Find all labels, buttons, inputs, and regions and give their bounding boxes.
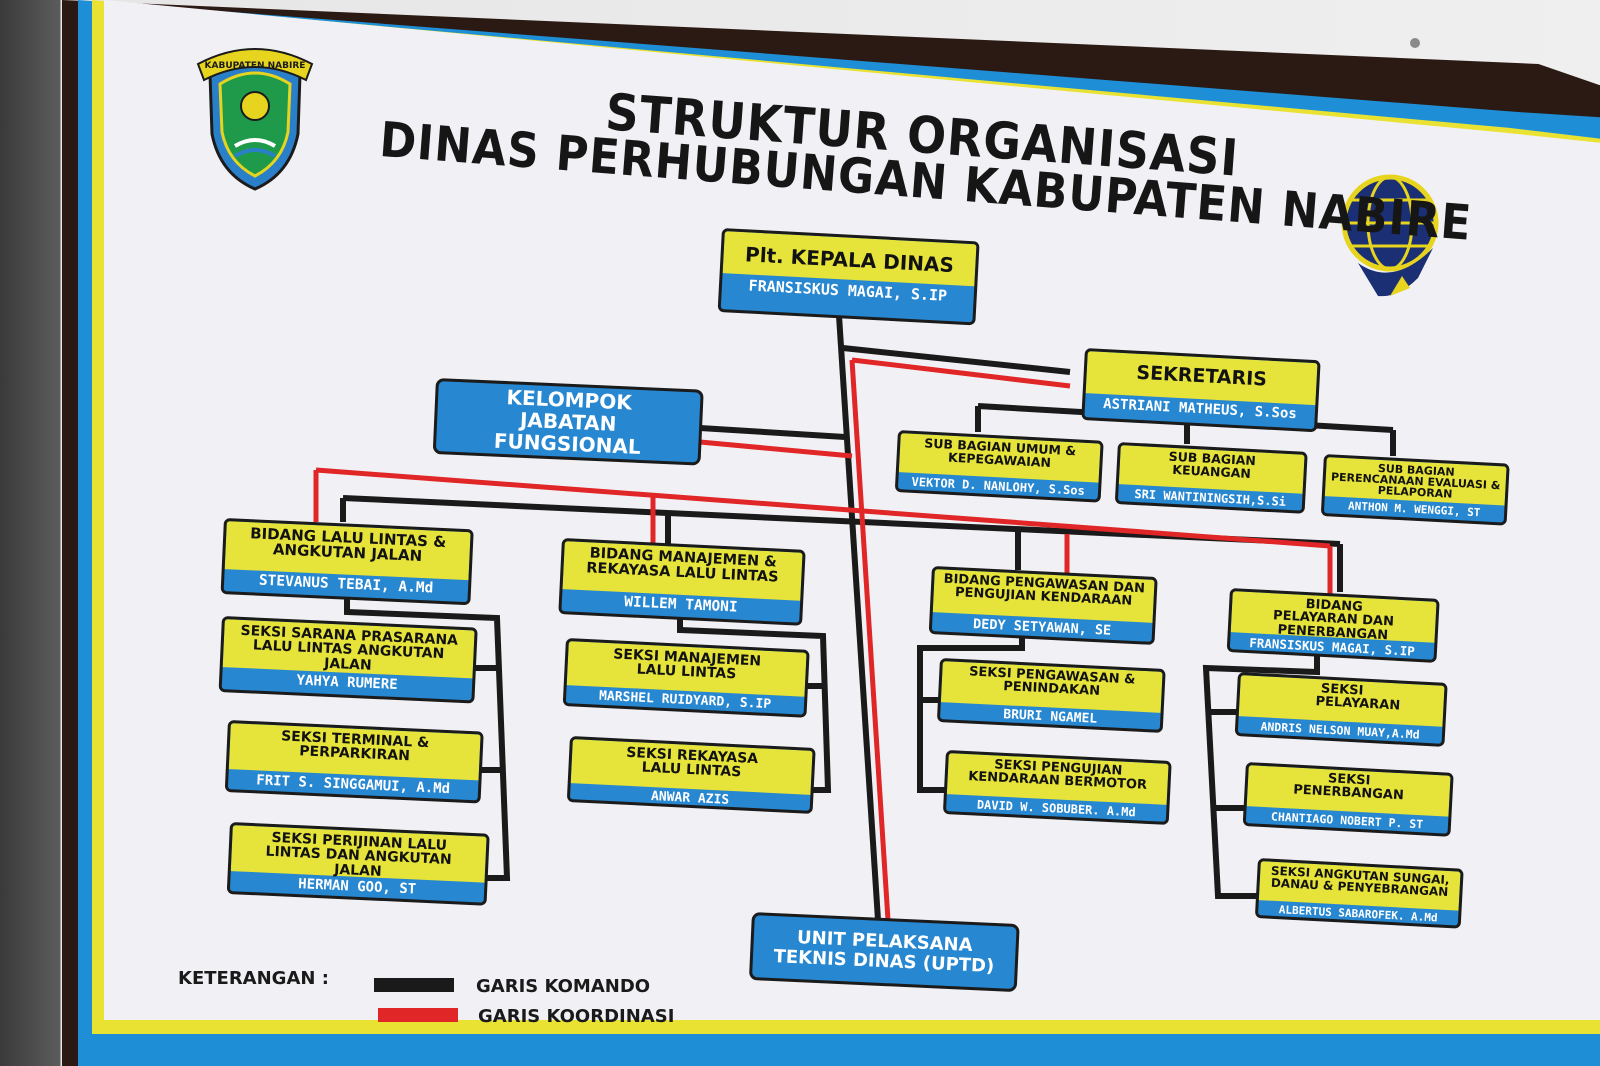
- node-seksi-terminal: SEKSI TERMINAL & PERPARKIRAN FRIT S. SIN…: [224, 720, 484, 804]
- node-seksi-sarana-prasarana: SEKSI SARANA PRASARANA LALU LINTAS ANGKU…: [218, 616, 478, 704]
- node-seksi-rekayasa: SEKSI REKAYASA LALU LINTAS ANWAR AZIS: [566, 736, 816, 814]
- node-bidang-lalu-lintas: BIDANG LALU LINTAS & ANGKUTAN JALAN STEV…: [220, 518, 474, 606]
- node-kepala-dinas: Plt. KEPALA DINAS FRANSISKUS MAGAI, S.IP: [717, 228, 980, 326]
- legend-swatch-komando: [374, 978, 454, 992]
- node-sekretaris: SEKRETARIS ASTRIANI MATHEUS, S.Sos: [1081, 348, 1321, 433]
- node-bidang-pengawasan: BIDANG PENGAWASAN DAN PENGUJIAN KENDARAA…: [928, 566, 1158, 645]
- node-seksi-pengujian: SEKSI PENGUJIAN KENDARAAN BERMOTOR DAVID…: [942, 750, 1172, 825]
- node-seksi-manajemen: SEKSI MANAJEMEN LALU LINTAS MARSHEL RUID…: [562, 638, 810, 718]
- node-sub-bagian-perencanaan: SUB BAGIAN PERENCANAAN EVALUASI & PELAPO…: [1320, 454, 1510, 526]
- node-sub-bagian-umum: SUB BAGIAN UMUM & KEPEGAWAIAN VEKTOR D. …: [894, 430, 1104, 503]
- node-seksi-perijinan: SEKSI PERIJINAN LALU LINTAS DAN ANGKUTAN…: [226, 822, 490, 906]
- legend-heading: KETERANGAN :: [178, 968, 329, 989]
- node-bidang-manajemen: BIDANG MANAJEMEN & REKAYASA LALU LINTAS …: [558, 538, 806, 626]
- node-seksi-pengawasan: SEKSI PENGAWASAN & PENINDAKAN BRURI NGAM…: [936, 658, 1166, 733]
- node-seksi-angkutan-sungai: SEKSI ANGKUTAN SUNGAI, DANAU & PENYEBRAN…: [1254, 858, 1464, 929]
- legend-label-komando: GARIS KOMANDO: [476, 976, 651, 997]
- wall-nail: [1410, 38, 1420, 48]
- kabupaten-nabire-crest-icon: KABUPATEN NABIRE: [196, 48, 314, 191]
- crest-banner-text: KABUPATEN NABIRE: [205, 61, 306, 71]
- node-uptd: UNIT PELAKSANA TEKNIS DINAS (UPTD): [748, 912, 1020, 993]
- node-seksi-pelayaran: SEKSI PELAYARAN ANDRIS NELSON MUAY,A.Md: [1234, 672, 1448, 747]
- legend-label-koordinasi: GARIS KOORDINASI: [478, 1006, 675, 1027]
- ministry-of-transport-emblem-icon: [1341, 174, 1439, 297]
- node-kelompok-jabatan-fungsional: KELOMPOK JABATAN FUNGSIONAL: [432, 378, 704, 466]
- node-seksi-penerbangan: SEKSI PENERBANGAN CHANTIAGO NOBERT P. ST: [1242, 762, 1454, 837]
- node-bidang-pelayaran: BIDANG PELAYARAN DAN PENERBANGAN FRANSIS…: [1226, 588, 1440, 663]
- node-sub-bagian-keuangan: SUB BAGIAN KEUANGAN SRI WANTININGSIH,S.S…: [1114, 442, 1308, 514]
- legend-swatch-koordinasi: [378, 1008, 458, 1022]
